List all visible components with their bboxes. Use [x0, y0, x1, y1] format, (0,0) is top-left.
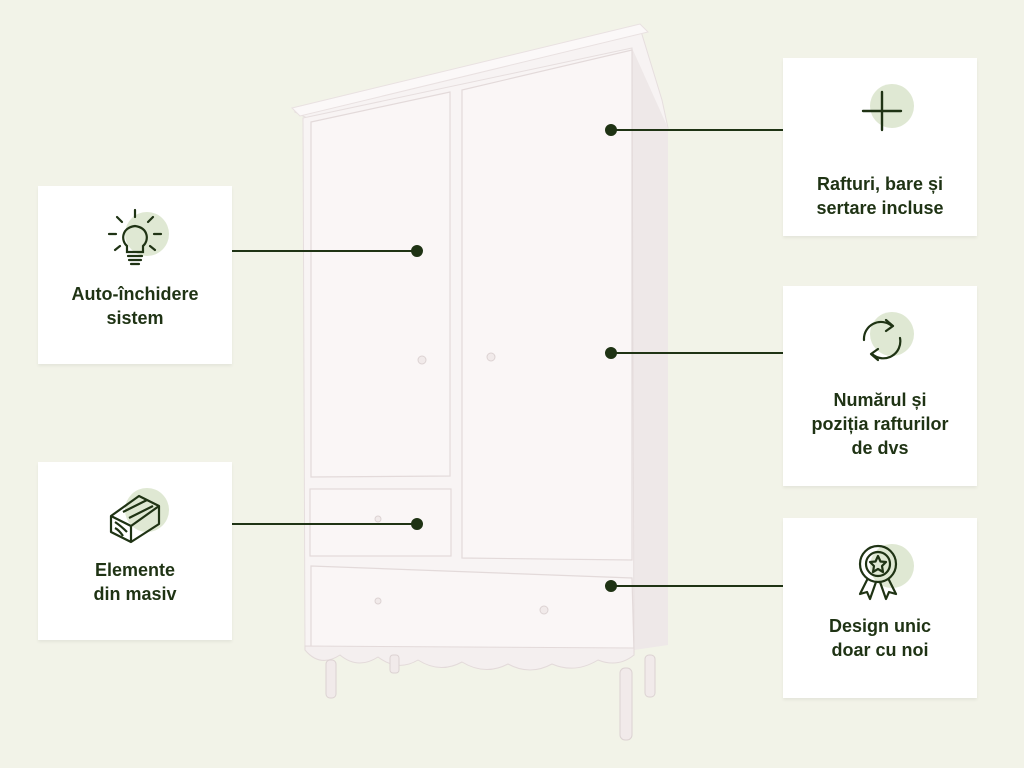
feature-card-solid-wood: Elemente din masiv	[38, 462, 232, 640]
refresh-icon	[862, 318, 902, 362]
wood-log-icon-wrap	[95, 480, 175, 550]
feature-label: Auto-închidere sistem	[71, 284, 199, 328]
refresh-icon-wrap	[840, 304, 920, 374]
feature-label: Design unic doar cu noi	[828, 616, 931, 660]
connector-dot-rafturi	[605, 124, 617, 136]
connector-dot-design	[605, 580, 617, 592]
feature-label: Numărul și poziția rafturilor de dvs	[811, 390, 949, 458]
feature-label: Rafturi, bare și sertare incluse	[816, 174, 944, 218]
award-badge-icon-wrap	[840, 536, 920, 606]
plus-icon-wrap	[840, 76, 920, 146]
feature-card-custom-shelves: Numărul și poziția rafturilor de dvs	[783, 286, 977, 486]
connector-dot-numar	[605, 347, 617, 359]
lightbulb-icon	[107, 208, 163, 266]
plus-icon	[861, 90, 903, 132]
feature-label: Elemente din masiv	[93, 560, 177, 604]
feature-card-unique-design: Design unic doar cu noi	[783, 518, 977, 698]
connector-dot-auto	[411, 245, 423, 257]
wood-log-icon	[109, 494, 161, 544]
feature-card-auto-closing: Auto-închidere sistem	[38, 186, 232, 364]
connector-dot-masiv	[411, 518, 423, 530]
lightbulb-icon-wrap	[95, 204, 175, 274]
feature-card-shelves-included: Rafturi, bare și sertare incluse	[783, 58, 977, 236]
award-badge-icon	[858, 544, 898, 601]
